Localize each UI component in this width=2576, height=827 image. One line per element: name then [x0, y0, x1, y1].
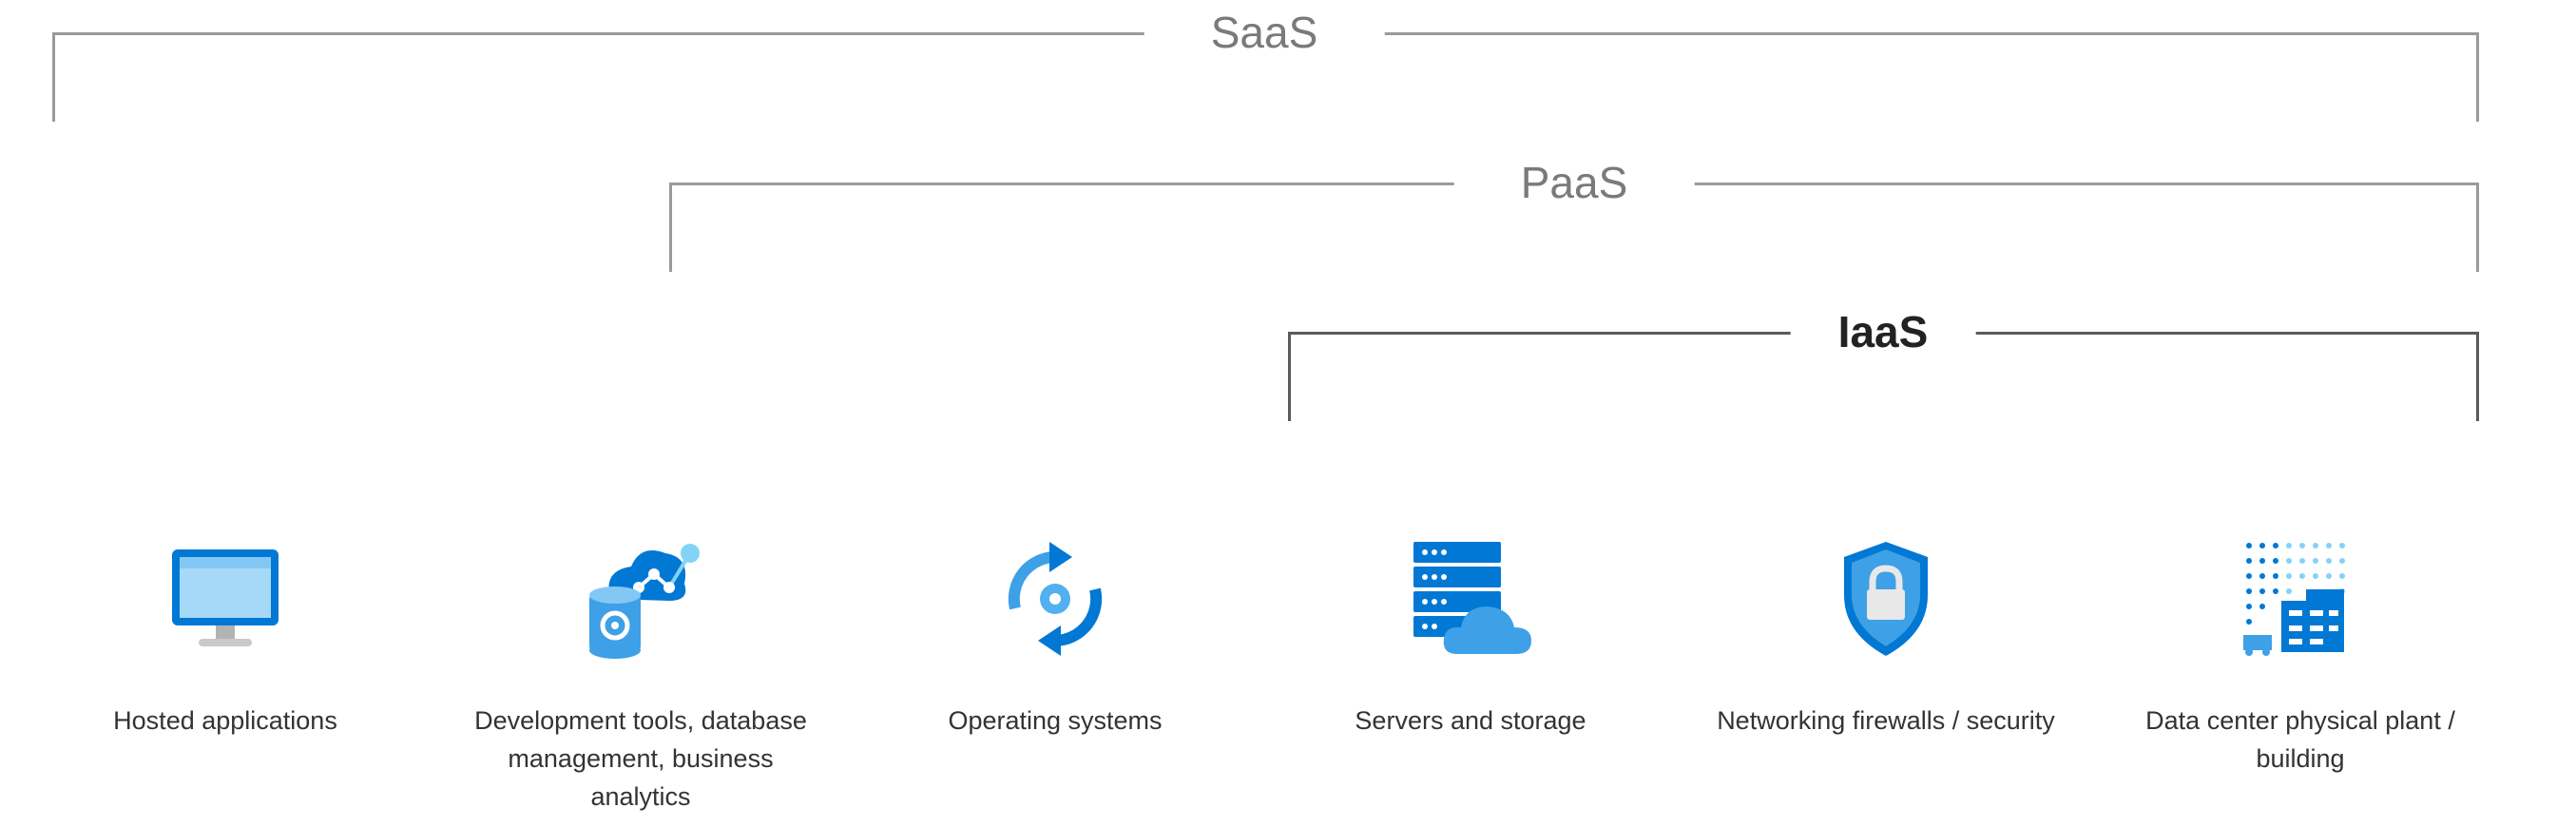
networking-security-item: Networking firewalls / security [1705, 532, 2067, 740]
paas-label: PaaS [1453, 161, 1695, 204]
datacenter-building-icon [2243, 543, 2345, 656]
datacenter-item: Data center physical plant / building [2120, 532, 2481, 778]
operating-systems-label: Operating systems [948, 706, 1163, 735]
operating-systems-item: Operating systems [875, 532, 1236, 740]
iaas-label: IaaS [1790, 310, 1976, 354]
dev-tools-label: Development tools, database management, … [474, 706, 807, 811]
dev-tools-item: Development tools, database management, … [460, 532, 821, 816]
dev-tools-icon [589, 544, 700, 659]
shield-lock-icon [1844, 542, 1928, 656]
networking-security-label: Networking firewalls / security [1717, 706, 2055, 735]
servers-storage-label: Servers and storage [1355, 706, 1586, 735]
server-cloud-icon [1413, 542, 1531, 654]
hosted-applications-item: Hosted applications [45, 532, 406, 740]
saas-label: SaaS [1144, 10, 1385, 54]
monitor-icon [172, 549, 279, 646]
paas-bracket: PaaS [669, 161, 2479, 272]
saas-bracket: SaaS [52, 10, 2479, 122]
os-refresh-icon [1008, 542, 1103, 656]
hosted-applications-label: Hosted applications [113, 706, 337, 735]
iaas-bracket: IaaS [1288, 310, 2479, 421]
servers-storage-item: Servers and storage [1290, 532, 1651, 740]
datacenter-label: Data center physical plant / building [2145, 706, 2455, 773]
